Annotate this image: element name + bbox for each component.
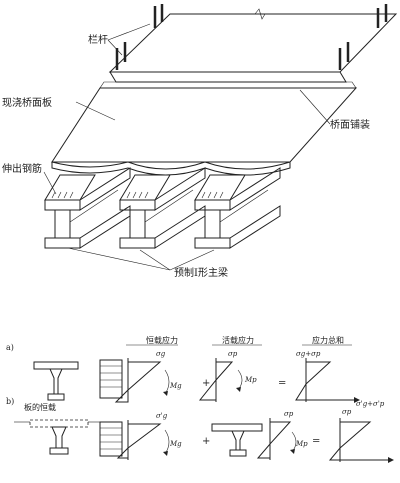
row-a-tag: a) bbox=[6, 343, 14, 352]
sigma-p-b: σp bbox=[284, 410, 294, 418]
label-protruding-rebar: 伸出钢筋 bbox=[2, 162, 42, 175]
sigma-g-prime-b: σ'g bbox=[156, 412, 168, 420]
stress-diagrams: 恒载应力 活载应力 应力总和 a) bbox=[6, 335, 394, 463]
railing-posts bbox=[115, 4, 388, 70]
row-a-dead-stress: σg Mg bbox=[99, 350, 182, 403]
row-b-total: σp σ'g+σ'p bbox=[328, 400, 394, 463]
deck-pavement-layer bbox=[99, 81, 357, 89]
precast-beams bbox=[44, 167, 281, 249]
label-railing: 栏杆 bbox=[88, 33, 108, 46]
row-a: a) σg Mg + bbox=[6, 343, 360, 403]
deck-slab-edge bbox=[51, 161, 291, 176]
row-b-dead-stress: σ'g Mg bbox=[99, 412, 182, 460]
sigma-sum-a: σg+σp bbox=[296, 350, 321, 358]
M-g-b: Mg bbox=[169, 440, 182, 448]
equals-a: = bbox=[278, 378, 286, 389]
sigma-g-a: σg bbox=[156, 350, 166, 358]
row-b: b) 板的恒载 σ'g bbox=[6, 397, 394, 463]
header-live-load: 活载应力 bbox=[222, 335, 254, 345]
row-b-live-stress: σp Mp bbox=[211, 410, 308, 460]
label-deck-pavement: 桥面铺装 bbox=[330, 118, 370, 131]
break-mark bbox=[254, 8, 266, 20]
railing-curb bbox=[108, 13, 398, 73]
sigma-p-b2: σp bbox=[342, 408, 352, 416]
row-a-beam-section bbox=[33, 361, 79, 401]
plus-a: + bbox=[202, 378, 210, 389]
row-a-live-stress: σp Mp bbox=[198, 350, 257, 402]
M-p-a: Mp bbox=[244, 376, 257, 384]
label-precast-beam: 预制I形主梁 bbox=[174, 266, 228, 279]
M-p-b: Mp bbox=[295, 440, 308, 448]
equals-b: = bbox=[312, 436, 320, 447]
bridge-3d-view: 栏杆 现浇桥面板 桥面铺装 伸出钢筋 预制I形主梁 bbox=[2, 4, 398, 279]
label-slab-dead-load: 板的恒载 bbox=[24, 402, 56, 412]
railing-curb-top bbox=[109, 71, 347, 83]
label-cast-deck: 现浇桥面板 bbox=[2, 96, 52, 109]
cast-deck-slab bbox=[51, 87, 358, 163]
sigma-p-a: σp bbox=[228, 350, 238, 358]
header-dead-load: 恒载应力 bbox=[146, 335, 178, 345]
row-b-beam-section bbox=[14, 419, 104, 455]
M-g-a: Mg bbox=[169, 382, 182, 390]
header-total: 应力总和 bbox=[312, 335, 344, 345]
sigma-sum-b: σ'g+σ'p bbox=[356, 400, 385, 408]
plus-b: + bbox=[202, 436, 210, 447]
row-a-total: σg+σp bbox=[295, 350, 360, 403]
leader-lines bbox=[43, 23, 331, 271]
row-b-tag: b) bbox=[6, 397, 14, 406]
